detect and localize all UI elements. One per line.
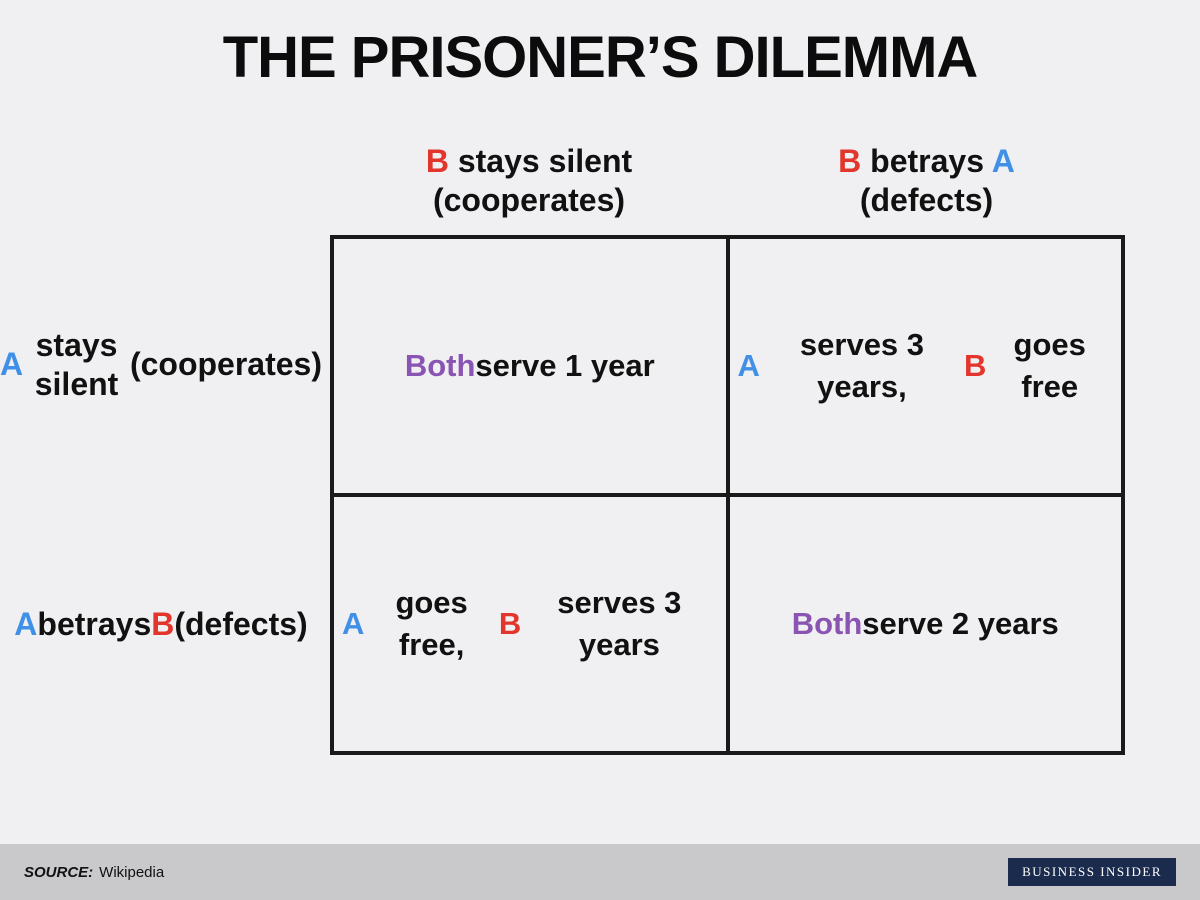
- business-insider-logo-text: BUSINESS INSIDER: [1022, 864, 1162, 879]
- cell-a-defects-b-cooperates: A goes free,B serves 3 years: [334, 495, 728, 751]
- page-title: THE PRISONER’S DILEMMA: [222, 25, 979, 90]
- source-credit: SOURCE: Wikipedia: [24, 864, 164, 881]
- cell-both-cooperate: Both serve 1 year: [334, 239, 728, 495]
- row-header-a-betrays-b: A betrays B(defects): [14, 606, 308, 643]
- column-header-b-betrays-a: B betrays A(defects): [838, 143, 1015, 219]
- cell-b-defects-a-cooperates: A serves 3 years,B goes free: [727, 239, 1121, 495]
- column-header-b-stays-silent: B stays silent(cooperates): [425, 143, 633, 219]
- cell-both-defect: Both serve 2 years: [727, 495, 1121, 751]
- payoff-matrix: Both serve 1 year A serves 3 years,B goe…: [330, 235, 1125, 755]
- footer-bar: SOURCE: Wikipedia BUSINESS INSIDER: [0, 844, 1200, 900]
- source-label: SOURCE:: [24, 863, 94, 881]
- source-value: Wikipedia: [99, 863, 165, 881]
- business-insider-logo: BUSINESS INSIDER: [1008, 858, 1176, 886]
- row-header-a-stays-silent: A stays silent(cooperates): [0, 326, 322, 402]
